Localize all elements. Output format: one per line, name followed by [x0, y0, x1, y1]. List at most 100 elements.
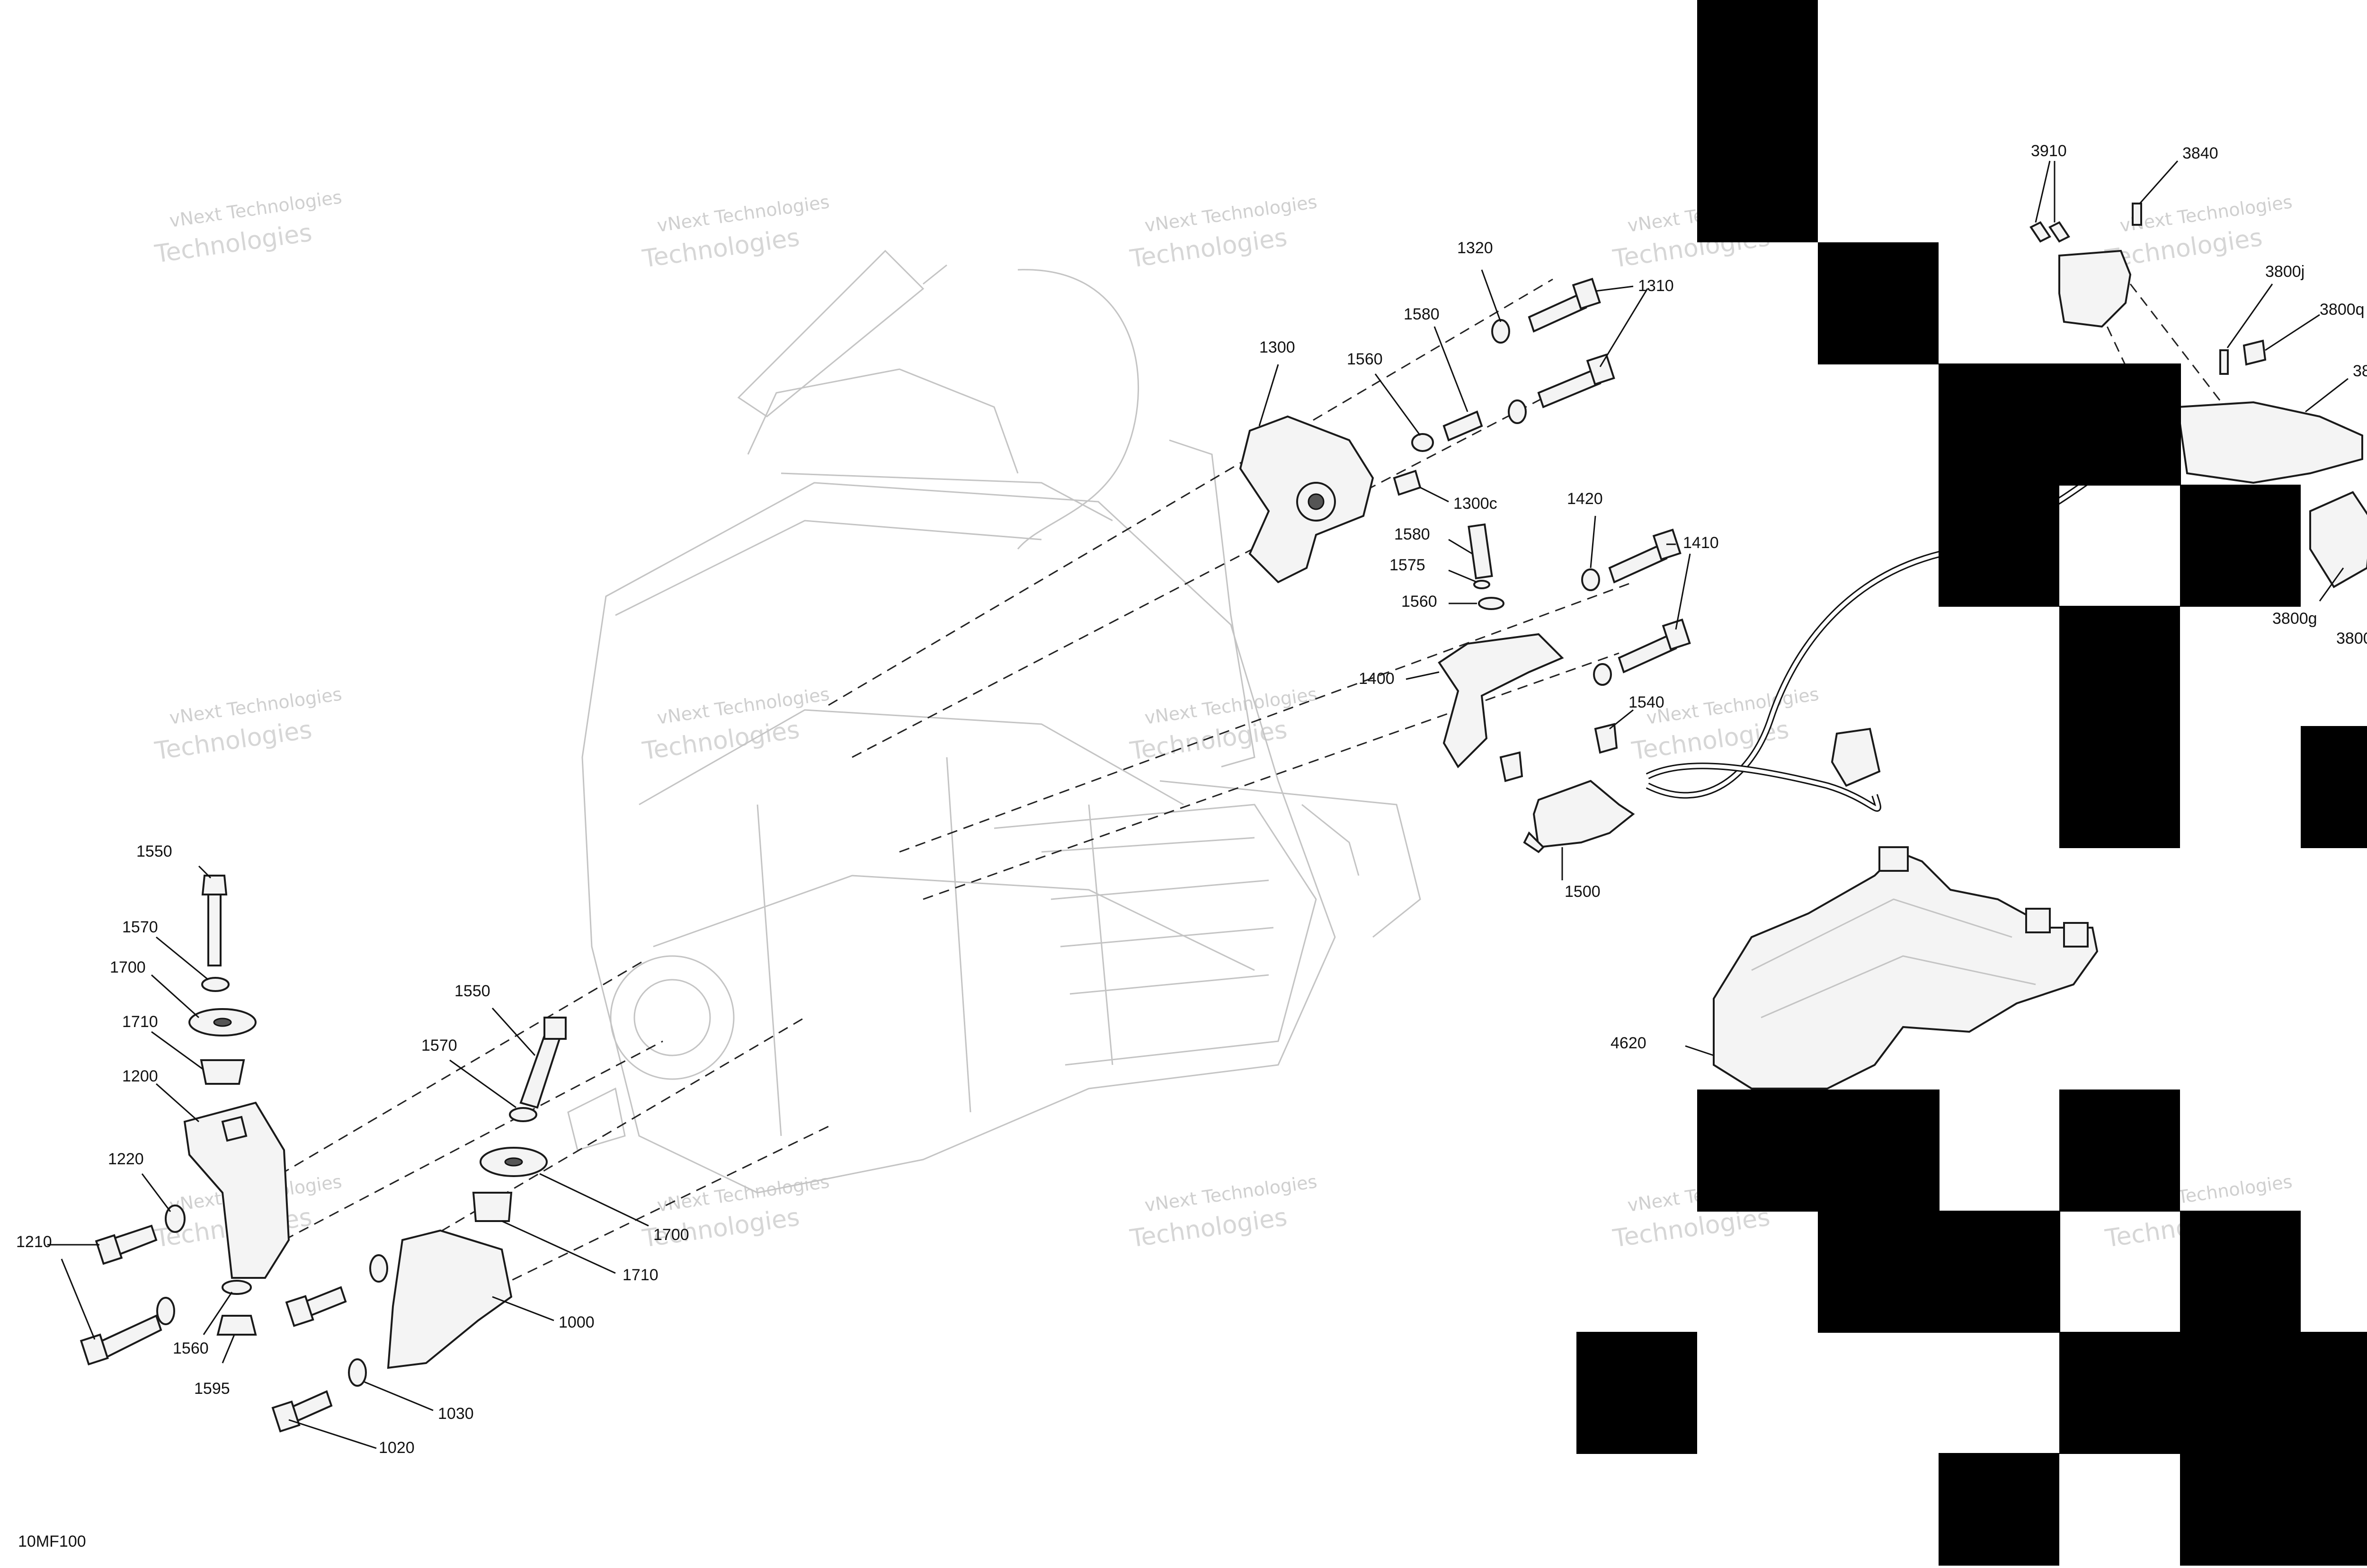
bracket-1200-hole [221, 1116, 248, 1142]
redaction-block [2180, 1453, 2367, 1566]
callout-3800h: 3800h [2336, 629, 2367, 647]
housing-3910 [2058, 249, 2132, 328]
redaction-block [1939, 1453, 2059, 1566]
watermark-text: vNext Technologies [168, 186, 343, 231]
redaction-block [2301, 726, 2367, 848]
washer-1575 [1473, 580, 1490, 589]
washer-lower [156, 1297, 175, 1325]
connector-4620-c [2063, 922, 2089, 948]
callout-1550-left: 1550 [136, 842, 172, 860]
screw-3910-a [2029, 221, 2051, 243]
redaction-block [2059, 606, 2180, 848]
mount-1400-group [1438, 523, 1691, 853]
redaction-block [1697, 1090, 1940, 1212]
screw-3910-b [2048, 221, 2070, 243]
bracket-1200 [183, 1101, 290, 1279]
stud-1580b [1468, 523, 1493, 580]
washer-upper [369, 1254, 388, 1283]
bolt-1550b-head [543, 1017, 567, 1040]
callout-1030: 1030 [438, 1405, 474, 1423]
watermark-text: vNext Technologies [656, 191, 831, 236]
bracket-1400 [1438, 633, 1564, 769]
mount-1300-group [1239, 277, 1615, 584]
redaction-block [2180, 485, 2301, 607]
callout-1710-left: 1710 [122, 1013, 158, 1031]
stud-1300c [1393, 470, 1422, 496]
washer-1560b [1411, 433, 1434, 452]
part-4620-group [1713, 846, 2099, 1090]
callout-3800j: 3800j [2265, 263, 2305, 281]
watermark-text: vNext Technologies [1645, 683, 1820, 728]
bolt-1410-lower-head [1662, 618, 1691, 651]
callout-1710-center: 1710 [623, 1266, 658, 1284]
callout-4620: 4620 [1611, 1034, 1646, 1052]
callout-1310: 1310 [1638, 277, 1674, 295]
harness-bracket-4620 [1713, 850, 2099, 1090]
callout-1020: 1020 [379, 1439, 415, 1457]
callout-1560-right: 1560 [1401, 593, 1437, 611]
redaction-block [1576, 1332, 1697, 1454]
stud-1580 [1442, 410, 1483, 442]
bracket-1000 [387, 1229, 513, 1369]
callout-1550-center: 1550 [454, 982, 490, 1000]
callout-1540: 1540 [1628, 693, 1664, 711]
washer-1320 [1491, 319, 1510, 344]
callout-1400: 1400 [1359, 670, 1395, 688]
callout-1560-upper: 1560 [1347, 350, 1383, 368]
assembly-3800 [2176, 401, 2363, 484]
callout-1410: 1410 [1683, 534, 1719, 552]
screw-3800q [2242, 339, 2267, 366]
part-3800-group [2029, 203, 2367, 588]
callout-1300c: 1300c [1453, 495, 1497, 513]
callout-3800q: 3800q [2320, 301, 2365, 319]
washer-1030 [348, 1358, 367, 1387]
bolt-1540-right [1594, 723, 1618, 754]
watermark-text: vNext Technologies [1143, 683, 1318, 728]
redaction-block [1818, 1211, 2060, 1333]
callout-3800: 3800 [2353, 362, 2367, 380]
callout-1220: 1220 [108, 1150, 144, 1168]
watermark-text: vNext Technologies [1143, 191, 1318, 236]
bracket-1300-hole [1308, 493, 1325, 510]
bolt-1210-upper-head [95, 1234, 123, 1265]
redaction-block [2180, 1211, 2301, 1333]
callout-1580-upper: 1580 [1404, 305, 1440, 323]
callout-1700-center: 1700 [653, 1226, 689, 1244]
bolt-1020-head [271, 1400, 301, 1433]
mount-1500-tab [1523, 831, 1545, 853]
redaction-block [2059, 1332, 2367, 1454]
callout-1700-left: 1700 [110, 958, 146, 976]
screw-3800j [2219, 349, 2229, 375]
bolt-1550-shaft [207, 889, 222, 966]
bolt-1550-head [201, 875, 228, 895]
bushing-1710 [200, 1059, 245, 1085]
callout-1570-left: 1570 [122, 918, 158, 936]
washer-1220 [165, 1205, 186, 1233]
callout-1420: 1420 [1567, 490, 1603, 508]
washer-1560 [222, 1280, 252, 1295]
washer-1420-lower [1593, 663, 1612, 686]
screw-3840 [2132, 203, 2142, 226]
callout-1570-center: 1570 [421, 1036, 457, 1054]
redaction-blocks [1576, 0, 2367, 1566]
diagram-code: 10MF100 [18, 1533, 86, 1550]
mount-1500 [1532, 780, 1635, 849]
washer-1560c [1478, 597, 1504, 610]
redaction-block [1818, 242, 1939, 364]
bolt-1310-lower-head [1586, 353, 1615, 386]
connector-4620-b [2025, 908, 2051, 933]
redaction-block [1939, 363, 2181, 486]
callout-3910: 3910 [2031, 142, 2067, 160]
callout-1320: 1320 [1457, 239, 1493, 257]
callout-1575: 1575 [1389, 556, 1425, 574]
watermark-text: vNext Technologies [168, 683, 343, 728]
bolt-1310-lower [1537, 368, 1602, 408]
callout-1500: 1500 [1565, 883, 1601, 901]
washer-1420 [1581, 568, 1600, 591]
callout-labels: 1550 1570 1700 1710 1200 1220 1210 1560 … [16, 142, 2367, 1457]
callout-3800g: 3800g [2272, 610, 2317, 628]
watermark-text: vNext Technologies [656, 683, 831, 728]
watermark-group: vNext Technologies Technologies vNext Te… [153, 186, 2294, 1253]
callout-1000: 1000 [559, 1313, 595, 1331]
callout-1595: 1595 [194, 1380, 230, 1398]
